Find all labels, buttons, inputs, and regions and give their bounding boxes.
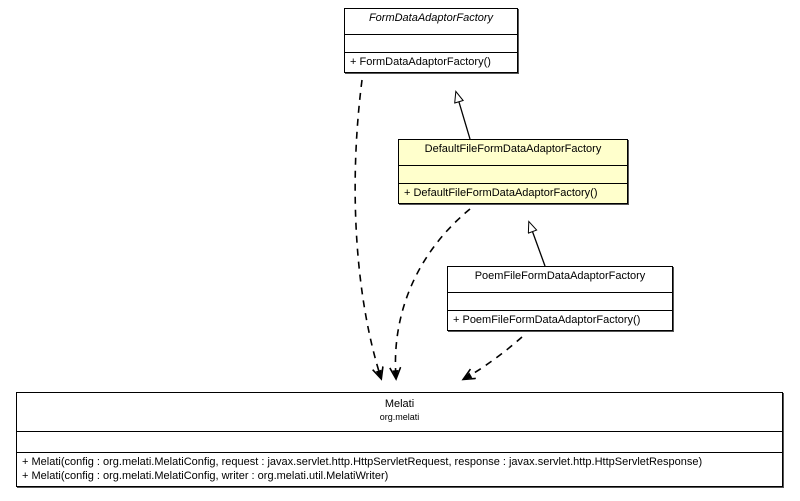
class-operation-item: + Melati(config : org.melati.MelatiConfi… <box>22 470 389 482</box>
class-operation-item: + DefaultFileFormDataAdaptorFactory() <box>404 187 598 199</box>
edge-dependency-poem-to-melati <box>464 336 523 379</box>
class-box-form-data-adaptor-factory[interactable]: FormDataAdaptorFactory + FormDataAdaptor… <box>344 8 518 73</box>
class-operation-item: + FormDataAdaptorFactory() <box>350 56 491 68</box>
class-package-label: org.melati <box>379 412 420 422</box>
class-box-default-file-form-data-adaptor-factory[interactable]: DefaultFileFormDataAdaptorFactory + Defa… <box>398 139 628 204</box>
class-name-label: FormDataAdaptorFactory <box>368 12 494 24</box>
class-operations-compartment: + PoemFileFormDataAdaptorFactory() <box>448 311 672 330</box>
edge-dependency-form-to-melati <box>354 79 381 378</box>
class-box-melati[interactable]: Melati org.melati + Melati(config : org.… <box>16 392 783 487</box>
class-operations-compartment: + DefaultFileFormDataAdaptorFactory() <box>399 184 627 203</box>
class-name-compartment: PoemFileFormDataAdaptorFactory <box>448 267 672 293</box>
class-box-poem-file-form-data-adaptor-factory[interactable]: PoemFileFormDataAdaptorFactory + PoemFil… <box>447 266 673 331</box>
class-operation-item: + Melati(config : org.melati.MelatiConfi… <box>22 456 703 468</box>
edge-generalization-poem-to-default <box>529 222 546 267</box>
class-operation-item: + PoemFileFormDataAdaptorFactory() <box>453 314 641 326</box>
class-operations-compartment: + FormDataAdaptorFactory() <box>345 53 517 72</box>
class-attributes-compartment <box>17 432 782 453</box>
edge-generalization-default-to-form <box>456 92 471 140</box>
class-operations-compartment: + Melati(config : org.melati.MelatiConfi… <box>17 453 782 486</box>
class-attributes-compartment <box>448 293 672 311</box>
class-name-compartment: DefaultFileFormDataAdaptorFactory <box>399 140 627 166</box>
class-attributes-compartment <box>399 166 627 184</box>
class-name-compartment: FormDataAdaptorFactory <box>345 9 517 35</box>
class-attributes-compartment <box>345 35 517 53</box>
class-name-compartment: Melati org.melati <box>17 393 782 432</box>
class-name-label: Melati <box>384 398 415 410</box>
class-name-label: PoemFileFormDataAdaptorFactory <box>474 270 646 282</box>
class-name-label: DefaultFileFormDataAdaptorFactory <box>424 143 602 155</box>
